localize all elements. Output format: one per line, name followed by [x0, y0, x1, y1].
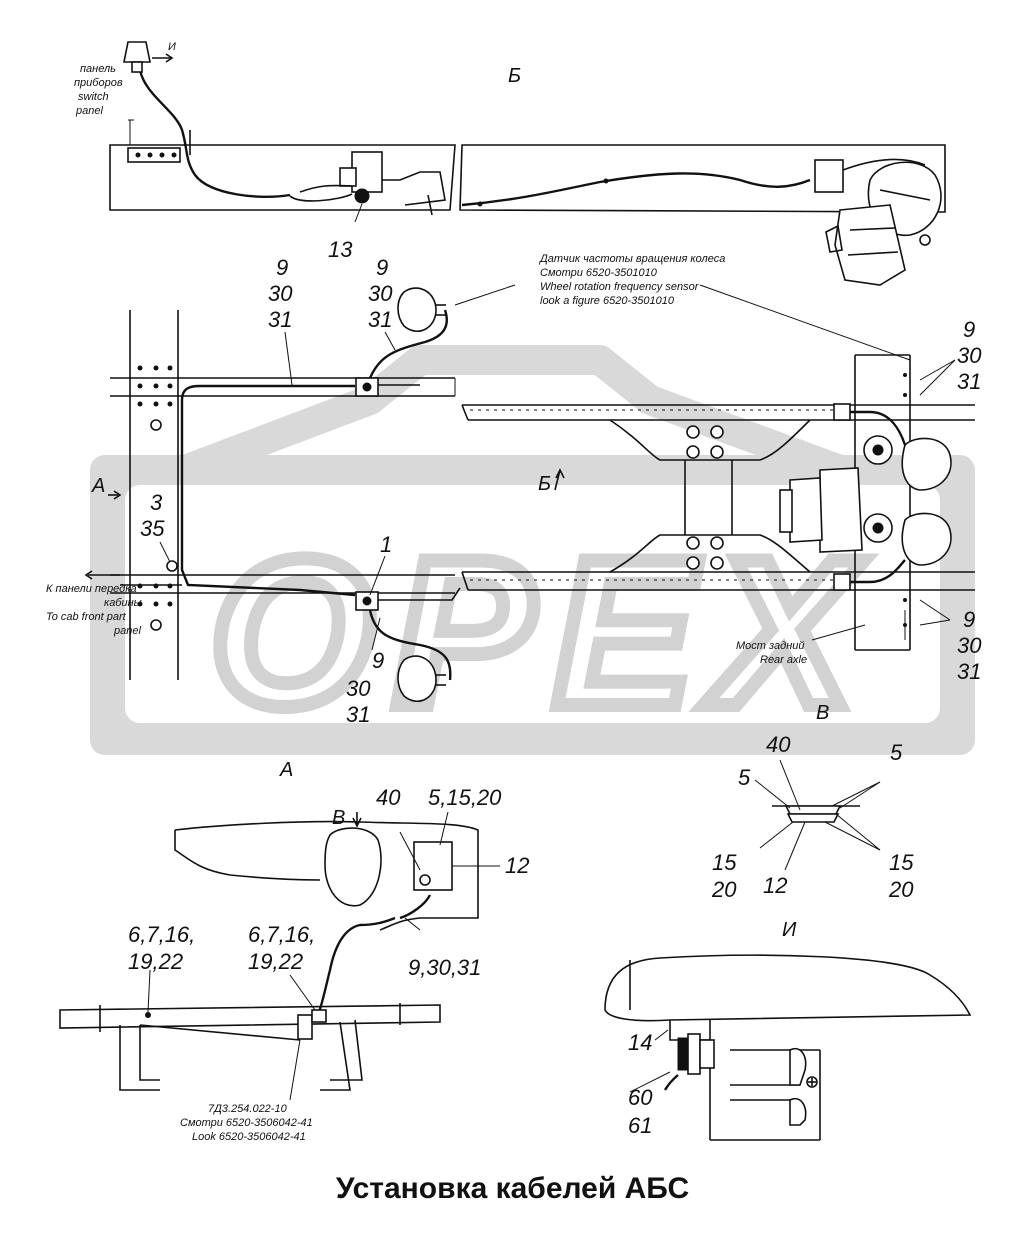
callout-9a: 9 [276, 255, 288, 280]
callout-15a: 15 [712, 850, 737, 875]
callout-40a: 40 [376, 785, 401, 810]
watermark-text: OPEX [210, 515, 874, 750]
part-code: 7Д3.254.022-10 [208, 1103, 288, 1115]
page-title: Установка кабелей АБС [335, 1172, 690, 1205]
part-ref-en: Look 6520-3506042-41 [192, 1131, 306, 1143]
view-i-arrow-label: И [168, 41, 176, 53]
callout-9d: 9 [963, 607, 975, 632]
view-v-arrow2-label: В [332, 807, 345, 829]
callout-5-15-20: 5,15,20 [428, 785, 502, 810]
callout-31c: 31 [957, 369, 981, 394]
sensor-en-1: Wheel rotation frequency sensor [540, 281, 700, 293]
cab-ru-1: К панели передка [46, 583, 137, 595]
rear-axle-ru: Мост задний [736, 640, 804, 652]
callout-6-7-16a: 6,7,16, [128, 922, 195, 947]
callout-13: 13 [328, 237, 353, 262]
callout-15b: 15 [889, 850, 914, 875]
cab-en-1: To cab front part [46, 611, 127, 623]
callout-31b: 31 [368, 307, 392, 332]
callout-1: 1 [380, 532, 392, 557]
view-a-arrow-label: А [91, 475, 105, 497]
callout-20b: 20 [888, 877, 914, 902]
view-b-label: Б [508, 65, 521, 87]
view-b-arrow-label: Б [538, 473, 551, 495]
view-a [59, 811, 500, 1101]
callout-31e: 31 [346, 702, 370, 727]
view-b-side-frame [109, 41, 946, 286]
sensor-en-2: look a figure 6520-3501010 [540, 295, 675, 307]
instrument-panel-ru-1: панель [80, 63, 116, 75]
part-ref-ru: Смотри 6520-3506042-41 [180, 1117, 313, 1129]
callout-31d: 31 [957, 659, 981, 684]
cab-en-2: panel [113, 625, 141, 637]
callout-40b: 40 [766, 732, 791, 757]
instrument-panel-en-1: switch [78, 91, 109, 103]
callout-30a: 30 [268, 281, 293, 306]
callout-19-22a: 19,22 [128, 949, 183, 974]
callout-9c: 9 [963, 317, 975, 342]
rear-axle-en: Rear axle [760, 654, 807, 666]
view-i [604, 954, 972, 1141]
callout-30d: 30 [957, 633, 982, 658]
view-v-arrow-label: В [816, 702, 829, 724]
view-a-label: А [279, 759, 293, 781]
callout-30b: 30 [368, 281, 393, 306]
view-v-detail [754, 759, 881, 871]
view-i-label: И [782, 919, 797, 941]
callout-35: 35 [140, 516, 165, 541]
callout-60: 60 [628, 1085, 653, 1110]
sensor-ru-2: Смотри 6520-3501010 [540, 267, 658, 279]
callout-3: 3 [150, 490, 163, 515]
callout-5b: 5 [890, 740, 903, 765]
callout-14: 14 [628, 1030, 652, 1055]
callout-12a: 12 [505, 853, 529, 878]
callout-5a: 5 [738, 765, 751, 790]
callout-30e: 30 [346, 676, 371, 701]
callout-9e: 9 [372, 648, 384, 673]
sensor-ru-1: Датчик частоты вращения колеса [538, 253, 725, 265]
callout-61: 61 [628, 1113, 652, 1138]
watermark-logo: OPEX [90, 345, 975, 757]
callout-30c: 30 [957, 343, 982, 368]
instrument-panel-en-2: panel [75, 105, 103, 117]
callout-6-7-16b: 6,7,16, [248, 922, 315, 947]
main-plan-view [84, 284, 975, 702]
instrument-panel-ru-2: приборов [74, 77, 123, 89]
callout-9b: 9 [376, 255, 388, 280]
callout-31a: 31 [268, 307, 292, 332]
callout-9-30-31: 9,30,31 [408, 955, 481, 980]
callout-19-22b: 19,22 [248, 949, 303, 974]
callout-20a: 20 [711, 877, 737, 902]
cab-ru-2: кабины [104, 597, 142, 609]
callout-12b: 12 [763, 873, 787, 898]
